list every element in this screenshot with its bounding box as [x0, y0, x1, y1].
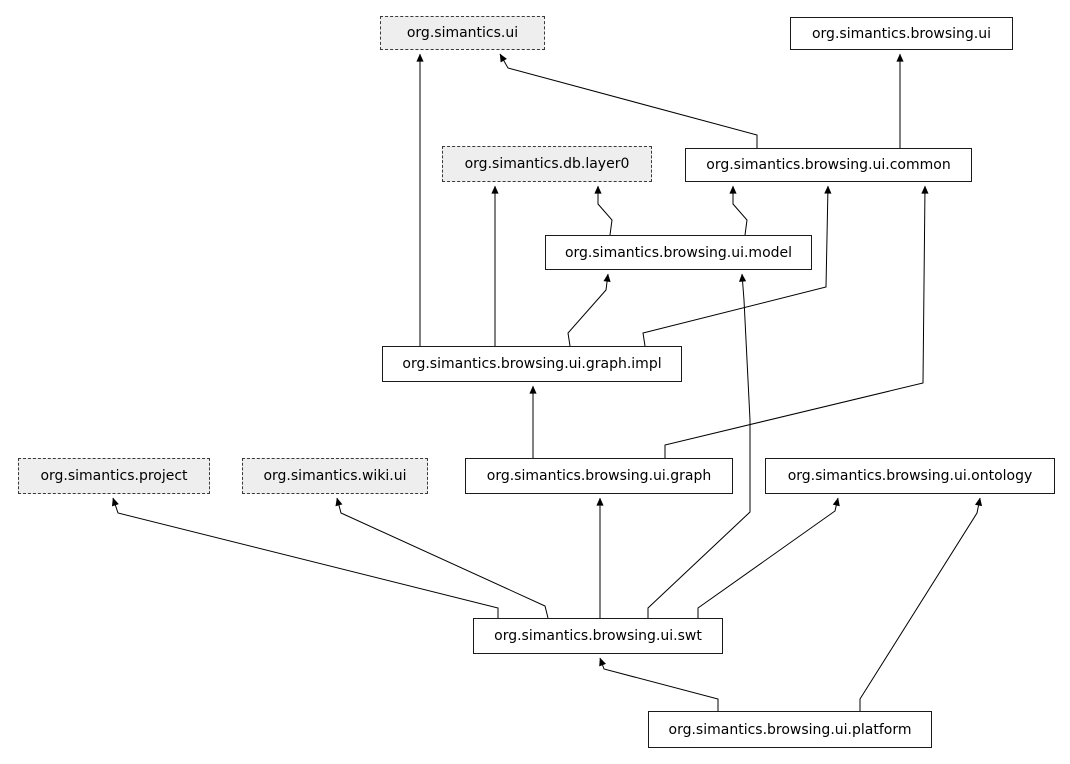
node-org-simantics-wiki-ui: org.simantics.wiki.ui [242, 458, 428, 494]
node-org-simantics-browsing-ui: org.simantics.browsing.ui [790, 17, 1013, 50]
node-org-simantics-project: org.simantics.project [18, 458, 210, 494]
node-org-simantics-browsing-ui-swt: org.simantics.browsing.ui.swt [473, 618, 723, 654]
edge-graph-impl-to-model [567, 273, 611, 347]
node-label: org.simantics.browsing.ui [811, 25, 991, 42]
node-org-simantics-browsing-ui-graph-impl: org.simantics.browsing.ui.graph.impl [382, 346, 682, 382]
node-label: org.simantics.browsing.ui.common [706, 157, 951, 173]
node-label: org.simantics.project [40, 468, 188, 484]
node-label: org.simantics.browsing.ui.model [564, 244, 793, 261]
node-org-simantics-db-layer0: org.simantics.db.layer0 [442, 146, 652, 182]
node-label: org.simantics.browsing.ui.graph.impl [402, 356, 662, 372]
edge-model-to-common [729, 185, 748, 236]
node-org-simantics-browsing-ui-model: org.simantics.browsing.ui.model [545, 235, 812, 270]
node-label: org.simantics.wiki.ui [263, 468, 407, 484]
edge-swt-to-ontology [697, 497, 840, 618]
edge-model-to-db-layer0 [594, 185, 613, 236]
node-label: org.simantics.ui [406, 25, 519, 41]
edge-graph-to-common [664, 185, 929, 458]
edge-swt-to-project [111, 497, 499, 618]
node-label: org.simantics.db.layer0 [464, 156, 630, 172]
edge-swt-to-model [647, 273, 751, 618]
node-label: org.simantics.browsing.ui.swt [494, 628, 702, 644]
node-org-simantics-browsing-ui-platform: org.simantics.browsing.ui.platform [648, 711, 932, 748]
edge-common-to-ui [499, 53, 758, 148]
node-label: org.simantics.browsing.ui.graph [486, 468, 712, 484]
edge-platform-to-swt [599, 657, 719, 711]
node-label: org.simantics.browsing.ui.ontology [787, 468, 1033, 484]
edge-graph-impl-to-common [642, 185, 832, 347]
node-org-simantics-browsing-ui-ontology: org.simantics.browsing.ui.ontology [765, 458, 1055, 494]
node-label: org.simantics.browsing.ui.platform [668, 721, 912, 738]
node-org-simantics-browsing-ui-graph: org.simantics.browsing.ui.graph [465, 458, 733, 494]
edge-swt-to-wiki-ui [335, 497, 549, 619]
node-org-simantics-ui: org.simantics.ui [380, 16, 545, 50]
edge-platform-to-ontology [859, 497, 983, 711]
node-org-simantics-browsing-ui-common: org.simantics.browsing.ui.common [685, 148, 972, 182]
